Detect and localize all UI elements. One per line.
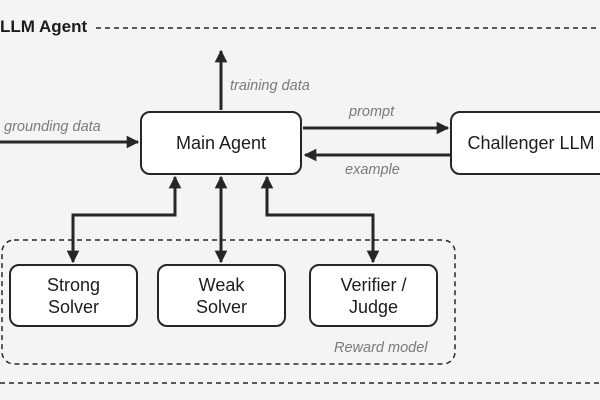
verifier-judge-node: Verifier / Judge xyxy=(309,264,438,327)
agent-boundary xyxy=(0,27,600,384)
training-data-label: training data xyxy=(230,78,310,94)
agent-title: LLM Agent xyxy=(0,17,92,37)
weak-solver-node: Weak Solver xyxy=(157,264,286,327)
strong-solver-node: Strong Solver xyxy=(9,264,138,327)
reward-model-group xyxy=(1,239,456,365)
strong-solver-link xyxy=(66,175,182,264)
grounding-data-label: grounding data xyxy=(4,119,101,135)
prompt-label: prompt xyxy=(349,104,395,120)
challenger-llm-node: Challenger LLM xyxy=(450,111,600,175)
main-agent-node: Main Agent xyxy=(140,111,302,175)
example-label: example xyxy=(345,162,400,178)
verifier-link xyxy=(260,175,380,264)
reward-model-label: Reward model xyxy=(334,340,428,356)
